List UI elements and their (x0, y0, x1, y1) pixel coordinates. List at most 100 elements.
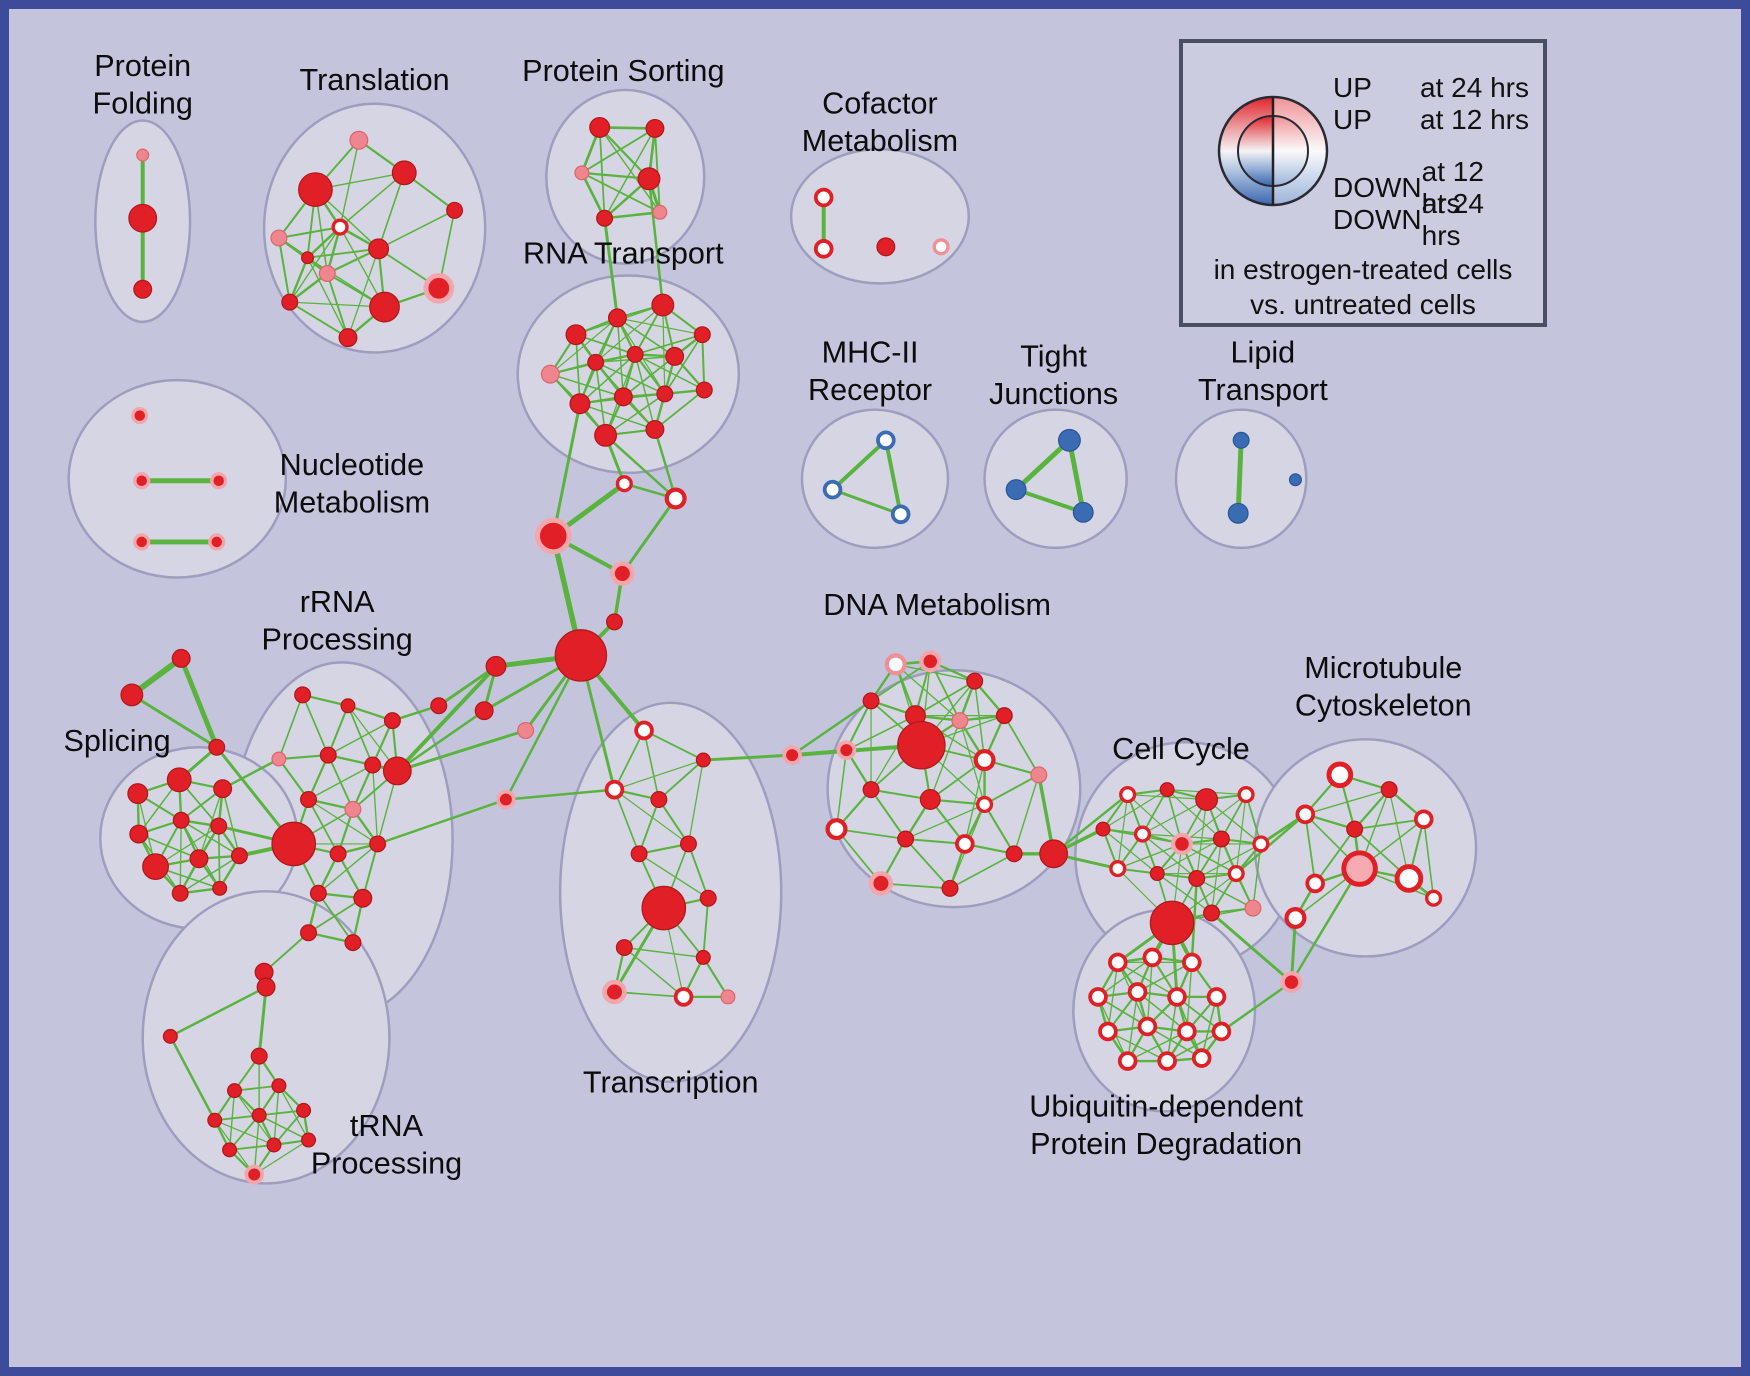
node-cc11 (1188, 869, 1206, 887)
edge-rr11-rr12 (317, 843, 379, 894)
edge-f10-rr11 (376, 798, 508, 846)
node-f12 (1039, 839, 1069, 869)
node-sp0 (127, 783, 149, 805)
node-nm0 (131, 407, 149, 425)
node-dm17 (1005, 845, 1023, 863)
edge-cc1-cc4 (1102, 789, 1168, 830)
node-dm18 (868, 871, 894, 896)
edge-cc2-cc11 (1196, 798, 1208, 880)
edge-rt1-rt4 (549, 317, 619, 375)
edge-tc4-tc7 (638, 853, 709, 899)
node-tl7 (318, 265, 336, 282)
node-f9 (517, 721, 535, 739)
edge-ub1-ub8 (1146, 956, 1153, 1028)
edge-ps1-ps4 (603, 127, 656, 219)
node-rr6 (382, 756, 412, 786)
node-dm6 (995, 707, 1013, 725)
legend-node-glyph (1217, 95, 1329, 207)
node-pf0 (136, 148, 150, 162)
edge-rt6-rt13 (634, 353, 656, 431)
node-rt12 (594, 423, 618, 447)
edge-dm14-dm15 (835, 828, 907, 840)
node-dm16 (955, 834, 975, 854)
edge-sp2-sp8 (221, 787, 241, 857)
node-ub1 (1142, 947, 1163, 968)
edge-dm5-dm13 (959, 719, 986, 806)
edge-mh1-mh2 (831, 488, 903, 516)
cluster-label-dna-metabolism: DNA Metabolism (823, 588, 1051, 622)
edge-dm9-dm12 (929, 759, 986, 801)
node-cc9 (1109, 860, 1127, 878)
node-mh1 (822, 479, 843, 500)
edge-rr1-rr5 (347, 704, 374, 766)
edge-f10-tc1 (504, 788, 616, 801)
node-tj2 (1072, 501, 1094, 523)
edge-tc2-tc3 (657, 759, 705, 801)
node-rt6 (626, 345, 644, 363)
edge-cc7-cc10 (1156, 838, 1223, 875)
node-cf3 (932, 238, 950, 256)
edge-f1-f3 (620, 497, 678, 575)
edge-cc11-ub2 (1190, 877, 1198, 964)
edge-dm17-dm19 (949, 852, 1015, 890)
edge-dm15-dm19 (904, 838, 951, 890)
node-tc10 (602, 979, 627, 1005)
node-rt3 (693, 326, 711, 344)
node-mt2 (1295, 804, 1316, 825)
node-sp6 (142, 853, 169, 881)
edge-ub6-ub13 (1200, 996, 1218, 1059)
node-tn5 (207, 1112, 223, 1128)
edge-dm10-dm13 (983, 773, 1040, 806)
node-rr15 (344, 934, 362, 952)
node-ub13 (1191, 1048, 1212, 1068)
node-sp3 (129, 824, 149, 844)
edge-sp4-sp9 (179, 819, 182, 894)
edge-cc2-cc5 (1141, 798, 1208, 835)
edge-rt3-rt10 (663, 333, 704, 395)
edge-tc2-tc4 (638, 798, 660, 855)
edge-tn0-tn2 (257, 985, 268, 1058)
edge-tl4-tl8 (277, 236, 291, 304)
edge-rt3-rt6 (634, 333, 704, 356)
edge-tc1-tc3 (613, 759, 704, 791)
edge-rt5-rt10 (594, 361, 666, 395)
edge-mt1-mt3 (1353, 788, 1391, 831)
edge-rr2-rr4 (327, 719, 394, 756)
node-tn7 (296, 1102, 312, 1118)
node-cf2 (876, 237, 896, 257)
node-ps5 (652, 204, 668, 220)
node-tl3 (446, 201, 464, 219)
edge-tl2-tl5 (339, 172, 406, 228)
node-rr0 (294, 686, 312, 704)
edge-tc3-tc5 (687, 759, 704, 845)
node-rt4 (540, 364, 560, 384)
edge-tc5-tc7 (687, 842, 710, 900)
node-tj0 (1057, 428, 1081, 452)
edge-ps4-rt1 (603, 216, 619, 320)
node-sp5 (210, 817, 228, 835)
node-rt1 (607, 308, 627, 328)
edge-rt7-rt9 (622, 355, 676, 398)
edge-tj1-tj2 (1014, 487, 1086, 515)
node-rr14 (300, 924, 317, 942)
node-tl4 (270, 229, 288, 247)
node-ub12 (1157, 1051, 1177, 1071)
node-dm5 (951, 712, 969, 730)
node-cc3 (1237, 786, 1255, 804)
node-rr1 (340, 698, 356, 714)
node-tn3 (226, 1083, 242, 1099)
edge-tc2-tc5 (657, 798, 690, 845)
edge-rr0-rr4 (301, 694, 330, 756)
edge-rt8-rt13 (579, 403, 656, 431)
edge-mt1-mt6 (1388, 789, 1410, 880)
node-tc7 (699, 889, 717, 907)
node-dm1 (919, 650, 942, 673)
edge-tn3-tn8 (228, 1089, 236, 1151)
edge-f6-f7 (437, 664, 498, 708)
edge-ub4-ub11 (1126, 991, 1139, 1062)
